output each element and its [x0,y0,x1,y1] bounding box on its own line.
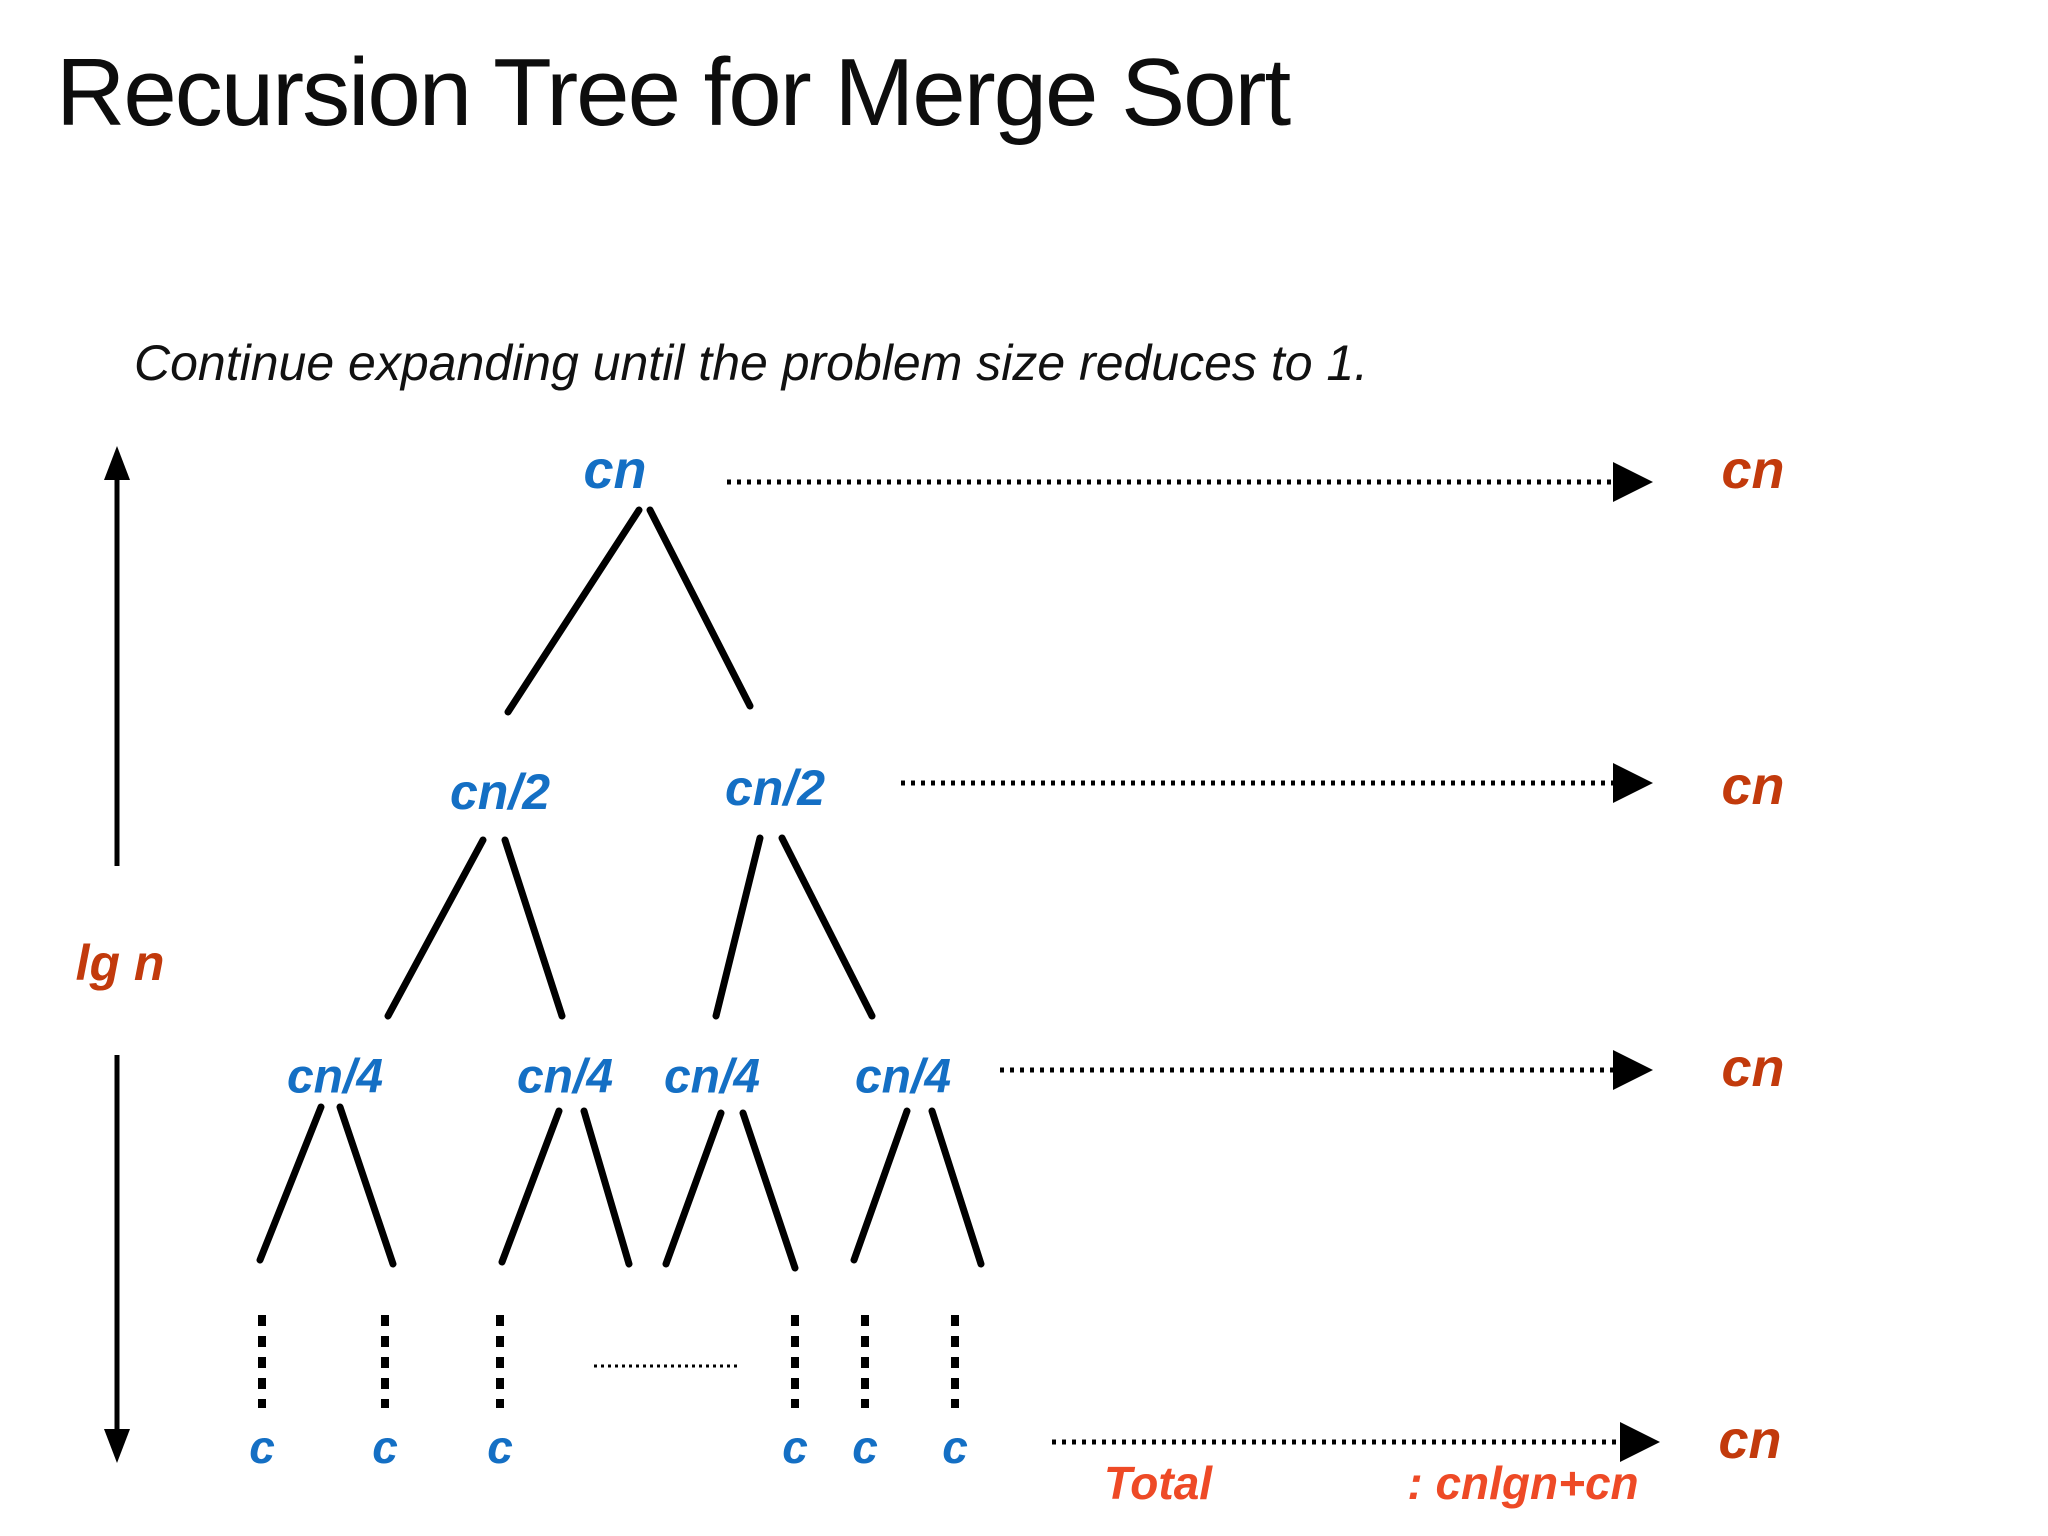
edge-l2b-right [580,1107,633,1268]
node-leaf-5: c [942,1421,968,1473]
subtitle-note: Continue expanding until the problem siz… [134,335,1369,391]
total-value: : cnlgn+cn [1407,1457,1639,1509]
node-l1-0: cn/2 [449,764,551,820]
edge-l1b-left [712,834,764,1020]
edge-l2b-left [498,1107,563,1266]
edge-l1a-left [384,836,487,1020]
row-cost-arrows [727,462,1660,1462]
node-l2-3: cn/4 [854,1050,952,1104]
tree-edges [256,506,985,1272]
edge-l2d-right [928,1107,985,1268]
arrow-down-icon [104,1429,130,1463]
slide-title: Recursion Tree for Merge Sort [56,39,1291,146]
node-l2-0: cn/4 [286,1050,384,1104]
edge-root-left [504,506,643,716]
row-cost-1: cn [1721,756,1785,816]
total-label: Total [1103,1457,1213,1509]
depth-label: lg n [75,935,165,991]
depth-span-arrow [104,446,130,1463]
arrow-up-icon [104,446,130,480]
row-cost-0: cn [1721,440,1785,500]
edge-root-right [646,506,754,710]
node-l2-2: cn/4 [663,1050,761,1104]
edge-l2c-right [739,1109,799,1272]
edge-l2a-right [336,1103,397,1268]
edge-l1b-right [778,834,876,1020]
edge-l2d-left [850,1107,911,1264]
node-l2-1: cn/4 [516,1050,614,1104]
leaf-ellipsis-lines [258,1315,959,1408]
node-l1-1: cn/2 [724,760,826,816]
row-cost-2: cn [1721,1038,1785,1098]
node-leaf-3: c [782,1421,808,1473]
node-leaf-1: c [372,1421,398,1473]
edge-l2a-left [256,1103,325,1264]
edge-l2c-left [662,1109,725,1268]
node-leaf-0: c [249,1421,275,1473]
node-leaf-4: c [852,1421,878,1473]
edge-l1a-right [501,836,566,1020]
row-cost-3: cn [1718,1410,1782,1470]
node-root: cn [583,440,647,500]
node-leaf-2: c [487,1421,513,1473]
